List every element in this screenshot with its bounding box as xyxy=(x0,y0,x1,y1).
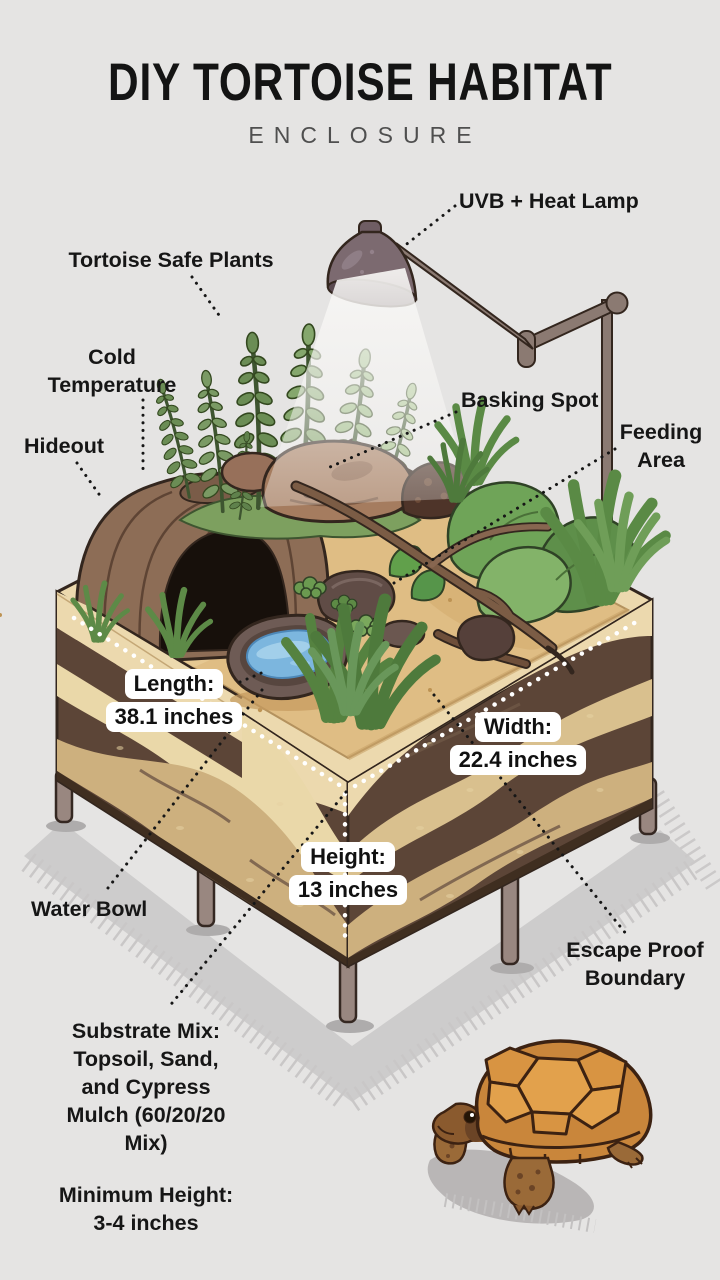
width-label: Width: xyxy=(474,712,562,742)
leader-length xyxy=(238,669,268,684)
leader-substrate-mix xyxy=(166,790,348,1010)
width-value: 22.4 inches xyxy=(449,745,587,775)
label-escape-proof-boundary: Escape Proof Boundary xyxy=(566,938,704,990)
label-uvb-heat-lamp: UVB + Heat Lamp xyxy=(459,189,639,213)
page-title: DIY TORTOISE HABITAT xyxy=(0,52,720,113)
length-label: Length: xyxy=(124,669,224,699)
label-basking-spot: Basking Spot xyxy=(461,388,599,412)
page-subtitle: ENCLOSURE xyxy=(248,122,482,148)
height-value: 13 inches xyxy=(288,875,408,905)
label-water-bowl: Water Bowl xyxy=(31,897,148,921)
light-beam xyxy=(260,268,472,507)
label-minimum-height: Minimum Height: 3-4 inches xyxy=(58,1183,234,1235)
leader-basking-spot xyxy=(328,410,458,469)
center-rocks xyxy=(293,569,516,662)
leader-uvb-heat-lamp xyxy=(401,204,457,249)
length-value: 38.1 inches xyxy=(105,702,243,732)
dimension-length: Length: 38.1 inches xyxy=(104,669,244,732)
dimension-height: Height: 13 inches xyxy=(288,842,408,905)
leader-lines xyxy=(75,204,629,1010)
title-text: DIY TORTOISE HABITAT xyxy=(107,53,613,112)
dimension-width: Width: 22.4 inches xyxy=(448,712,588,775)
leader-tortoise-safe-plants xyxy=(190,275,223,320)
label-feeding-area: Feeding Area xyxy=(619,420,703,472)
label-hideout: Hideout xyxy=(24,434,105,458)
height-label: Height: xyxy=(301,842,395,872)
leader-feeding-area xyxy=(392,447,617,585)
label-substrate-mix: Substrate Mix: Topsoil, Sand, and Cypres… xyxy=(66,1019,226,1155)
substrate-layers-right xyxy=(346,597,654,969)
leader-hideout xyxy=(75,461,103,499)
label-cold-temperature: Cold Temperature xyxy=(47,345,177,397)
ground-shadow xyxy=(21,790,720,1112)
tortoise-illustration xyxy=(427,1039,653,1233)
label-tortoise-safe-plants: Tortoise Safe Plants xyxy=(68,248,274,272)
